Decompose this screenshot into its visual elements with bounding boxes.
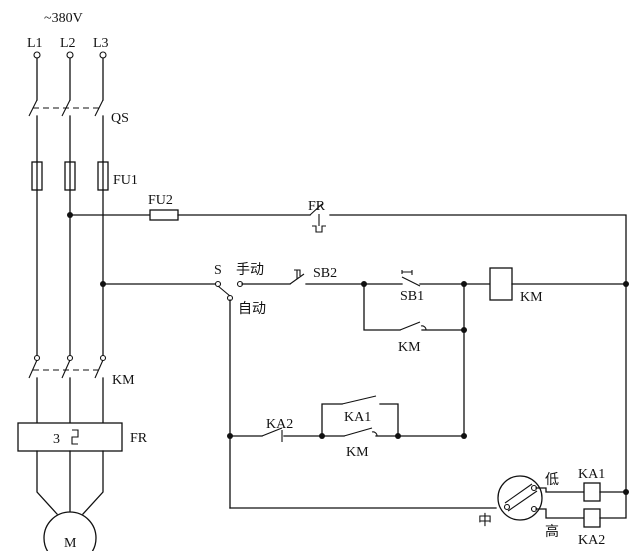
ka2-coil-label: KA2 [578, 533, 605, 548]
sb1-label: SB1 [400, 289, 424, 304]
isolator-qs [28, 57, 104, 163]
float-mid-label: 中 [478, 513, 492, 529]
km-main-label: KM [112, 373, 135, 388]
terminal-l2 [66, 51, 74, 59]
ka1-contact-label: KA1 [344, 410, 371, 425]
phase-label-l2: L2 [60, 36, 76, 51]
fu2-label: FU2 [148, 193, 173, 208]
float-low-label: 低 [545, 472, 559, 488]
terminal-l1 [33, 51, 41, 59]
km-aux-label: KM [398, 340, 421, 355]
thermal-relay-fr [17, 422, 123, 452]
supply-voltage-label: ~380V [44, 11, 83, 26]
fr-contact-label: FR [308, 199, 326, 214]
motor [36, 450, 104, 551]
selector-manual-label: 手动 [236, 262, 264, 278]
ka1-coil-label: KA1 [578, 467, 605, 482]
phase-label-l3: L3 [93, 36, 109, 51]
auto-branch [227, 395, 467, 442]
km-hold-label: KM [346, 445, 369, 460]
control-top-rail [67, 203, 627, 493]
fu1-label: FU1 [113, 173, 138, 188]
fr-relay-phase-count: 3 [53, 432, 60, 447]
phase-label-l1: L1 [27, 36, 43, 51]
ka2-contact-label: KA2 [266, 417, 293, 432]
selector-auto-label: 自动 [238, 301, 266, 317]
float-switch [229, 475, 585, 521]
float-high-label: 高 [545, 523, 559, 540]
km-coil-label: KM [520, 290, 543, 305]
selector-label: S [214, 263, 222, 278]
qs-label: QS [111, 111, 129, 126]
selector-switch-s [214, 280, 244, 509]
main-contactor-km [28, 354, 107, 424]
relay-coils [583, 482, 629, 528]
fr-relay-label: FR [130, 431, 148, 446]
terminal-l3 [99, 51, 107, 59]
motor-label: M [64, 536, 77, 551]
manual-branch [241, 267, 629, 437]
sb2-label: SB2 [313, 266, 337, 281]
fuses-fu1 [31, 161, 109, 191]
